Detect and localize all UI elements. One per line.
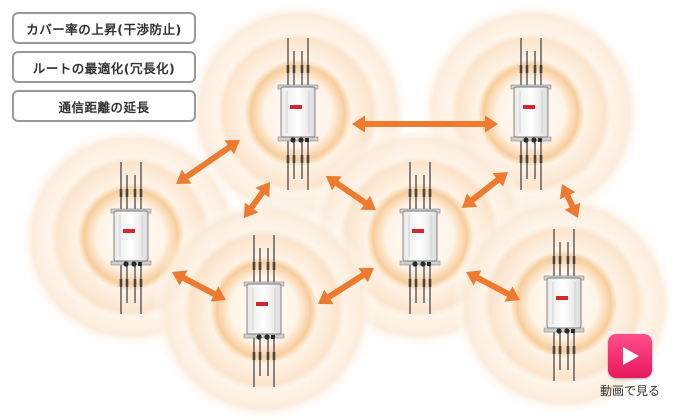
link-arrow-2: [352, 115, 498, 133]
link-arrow-9: [466, 270, 520, 302]
feature-coverage-button[interactable]: カバー率の上昇(干渉防止): [12, 12, 196, 44]
access-point-3: [110, 162, 152, 314]
play-icon: [623, 347, 639, 365]
link-arrow-4: [326, 176, 376, 210]
access-points: [110, 38, 585, 387]
mesh-links: [172, 115, 581, 305]
access-point-5: [243, 235, 285, 387]
link-arrow-3: [244, 182, 270, 218]
link-arrow-1: [176, 140, 240, 184]
link-arrow-5: [462, 172, 508, 208]
feature-distance-button[interactable]: 通信距離の延長: [12, 90, 196, 122]
play-button[interactable]: [608, 334, 652, 378]
watch-video-link[interactable]: 動画で見る: [590, 334, 670, 399]
feature-list: カバー率の上昇(干渉防止) ルートの最適化(冗長化) 通信距離の延長: [12, 12, 196, 129]
access-point-6: [543, 229, 585, 381]
link-arrow-8: [318, 267, 374, 305]
link-arrow-6: [559, 184, 581, 218]
access-point-2: [510, 38, 552, 190]
feature-route-button[interactable]: ルートの最適化(冗長化): [12, 51, 196, 83]
link-arrow-7: [172, 270, 226, 302]
access-point-4: [399, 162, 441, 314]
watch-video-label: 動画で見る: [599, 384, 660, 398]
access-point-1: [277, 38, 319, 190]
